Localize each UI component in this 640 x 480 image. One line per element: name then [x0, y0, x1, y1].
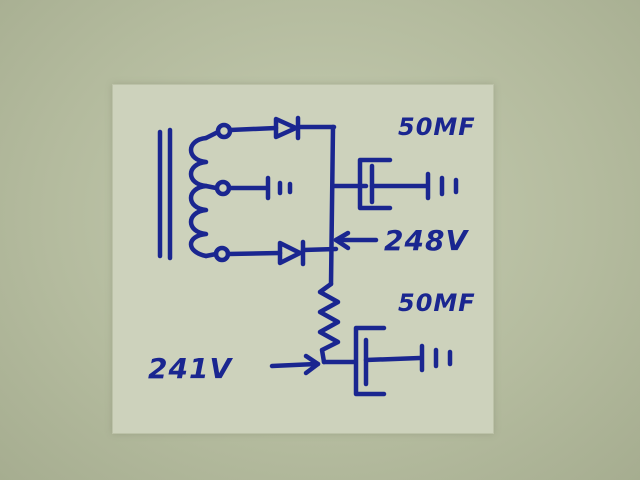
resistor	[317, 281, 341, 365]
voltage-arrow-bottom	[269, 353, 321, 376]
transformer-core	[157, 127, 173, 261]
capacitor-bottom	[321, 325, 453, 397]
winding-taps	[203, 122, 233, 263]
capacitor-bottom-label: 50MF	[398, 289, 476, 317]
diode-bottom	[225, 239, 339, 267]
diode-top	[227, 115, 337, 141]
transformer-winding	[188, 135, 209, 259]
center-tap-ground	[226, 175, 293, 201]
main-bus	[328, 124, 336, 287]
voltage-bottom-label: 241V	[148, 352, 233, 385]
capacitor-top	[330, 157, 459, 211]
voltage-arrow-top	[333, 230, 379, 251]
capacitor-top-label: 50MF	[398, 113, 476, 141]
voltage-top-label: 248V	[384, 224, 469, 257]
